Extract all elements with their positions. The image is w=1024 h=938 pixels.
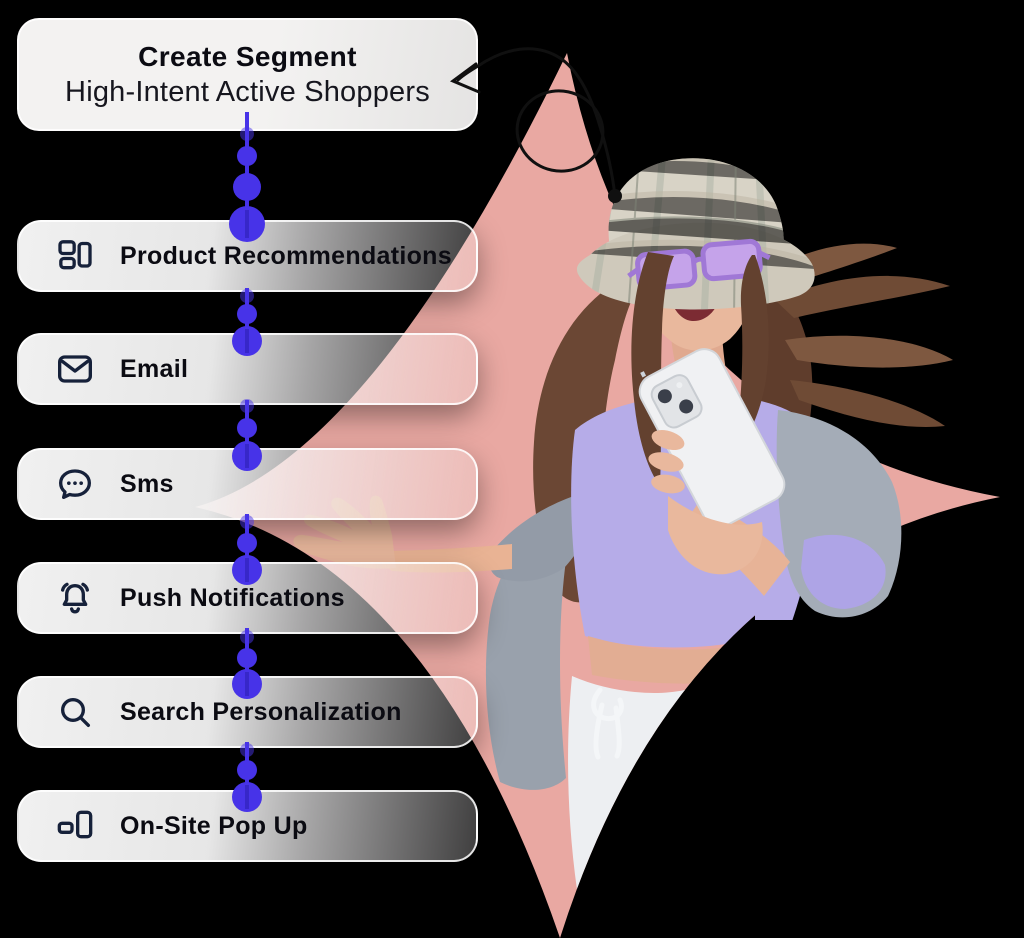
channel-label: Product Recommendations — [120, 241, 452, 270]
channel-label: Search Personalization — [120, 697, 402, 726]
channel-card-onsite-popup[interactable]: On-Site Pop Up — [17, 790, 478, 862]
channel-card-sms[interactable]: Sms — [17, 448, 478, 520]
pants — [568, 676, 716, 938]
segment-title: Create Segment — [138, 40, 357, 72]
email-icon — [55, 349, 95, 389]
push-bell-icon — [55, 578, 95, 618]
channel-card-email[interactable]: Email — [17, 333, 478, 405]
channel-card-push-notifications[interactable]: Push Notifications — [17, 562, 478, 634]
segment-subtitle: High-Intent Active Shoppers — [65, 75, 430, 108]
channel-label: Push Notifications — [120, 583, 345, 612]
popup-icon — [55, 806, 95, 846]
grid-layout-icon — [55, 236, 95, 276]
channel-label: Email — [120, 354, 189, 383]
channel-card-product-recommendations[interactable]: Product Recommendations — [17, 220, 478, 292]
segment-card[interactable]: Create Segment High-Intent Active Shoppe… — [17, 18, 478, 131]
channel-label: Sms — [120, 469, 174, 498]
channel-card-search-personalization[interactable]: Search Personalization — [17, 676, 478, 748]
channel-label: On-Site Pop Up — [120, 811, 308, 840]
phone-hand — [648, 429, 763, 575]
search-icon — [55, 692, 95, 732]
sms-chat-icon — [55, 464, 95, 504]
